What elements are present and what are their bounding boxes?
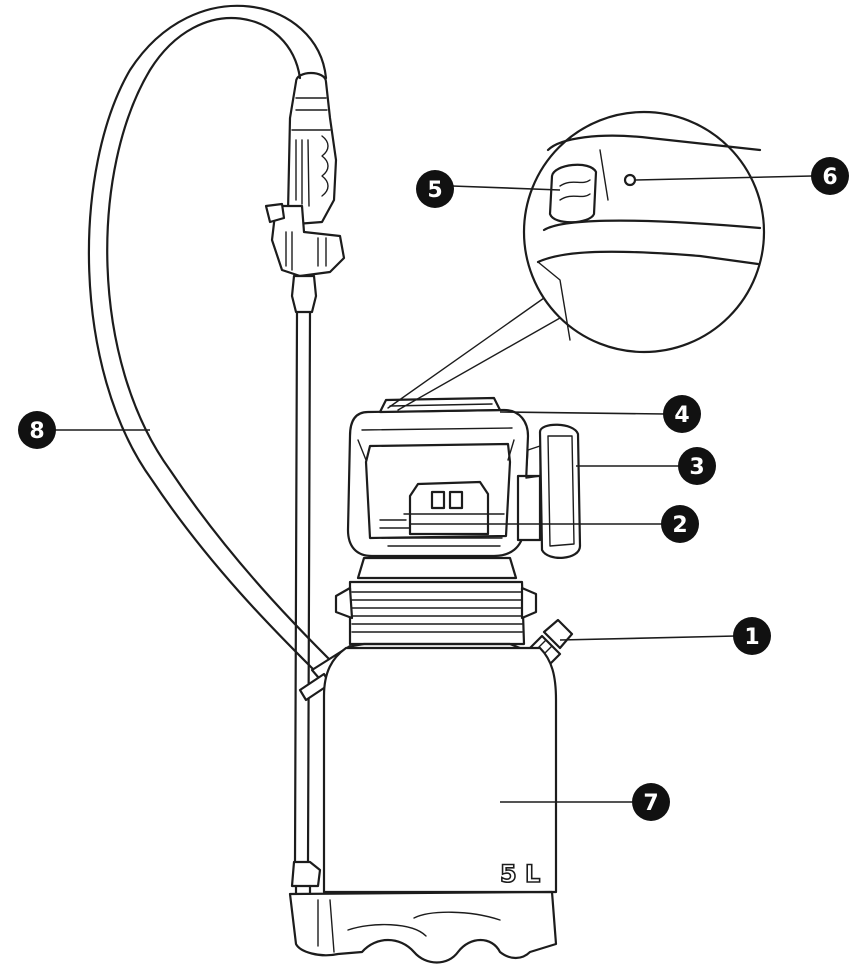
- tank-collar: [334, 556, 538, 650]
- leader-lines: [52, 175, 813, 803]
- callout-4: 4: [663, 395, 701, 433]
- callout-1-label: 1: [744, 625, 759, 650]
- callout-3-label: 3: [689, 455, 704, 480]
- callout-5-label: 5: [427, 178, 442, 203]
- callout-6-label: 6: [822, 165, 837, 190]
- pump-head: [346, 396, 530, 558]
- callout-5: 5: [416, 170, 454, 208]
- callout-1: 1: [733, 617, 771, 655]
- callout-8-label: 8: [29, 419, 44, 444]
- callout-8: 8: [18, 411, 56, 449]
- detail-magnifier: [387, 110, 766, 411]
- tank-body: [288, 646, 558, 964]
- spray-lance: [264, 71, 346, 904]
- callout-4-label: 4: [674, 403, 689, 428]
- callout-3: 3: [678, 447, 716, 485]
- callout-2: 2: [661, 505, 699, 543]
- callout-7-label: 7: [643, 791, 658, 816]
- callout-2-label: 2: [672, 513, 687, 538]
- callout-7: 7: [632, 783, 670, 821]
- tank-capacity-label: 5 L: [500, 860, 540, 888]
- callout-6: 6: [811, 157, 849, 195]
